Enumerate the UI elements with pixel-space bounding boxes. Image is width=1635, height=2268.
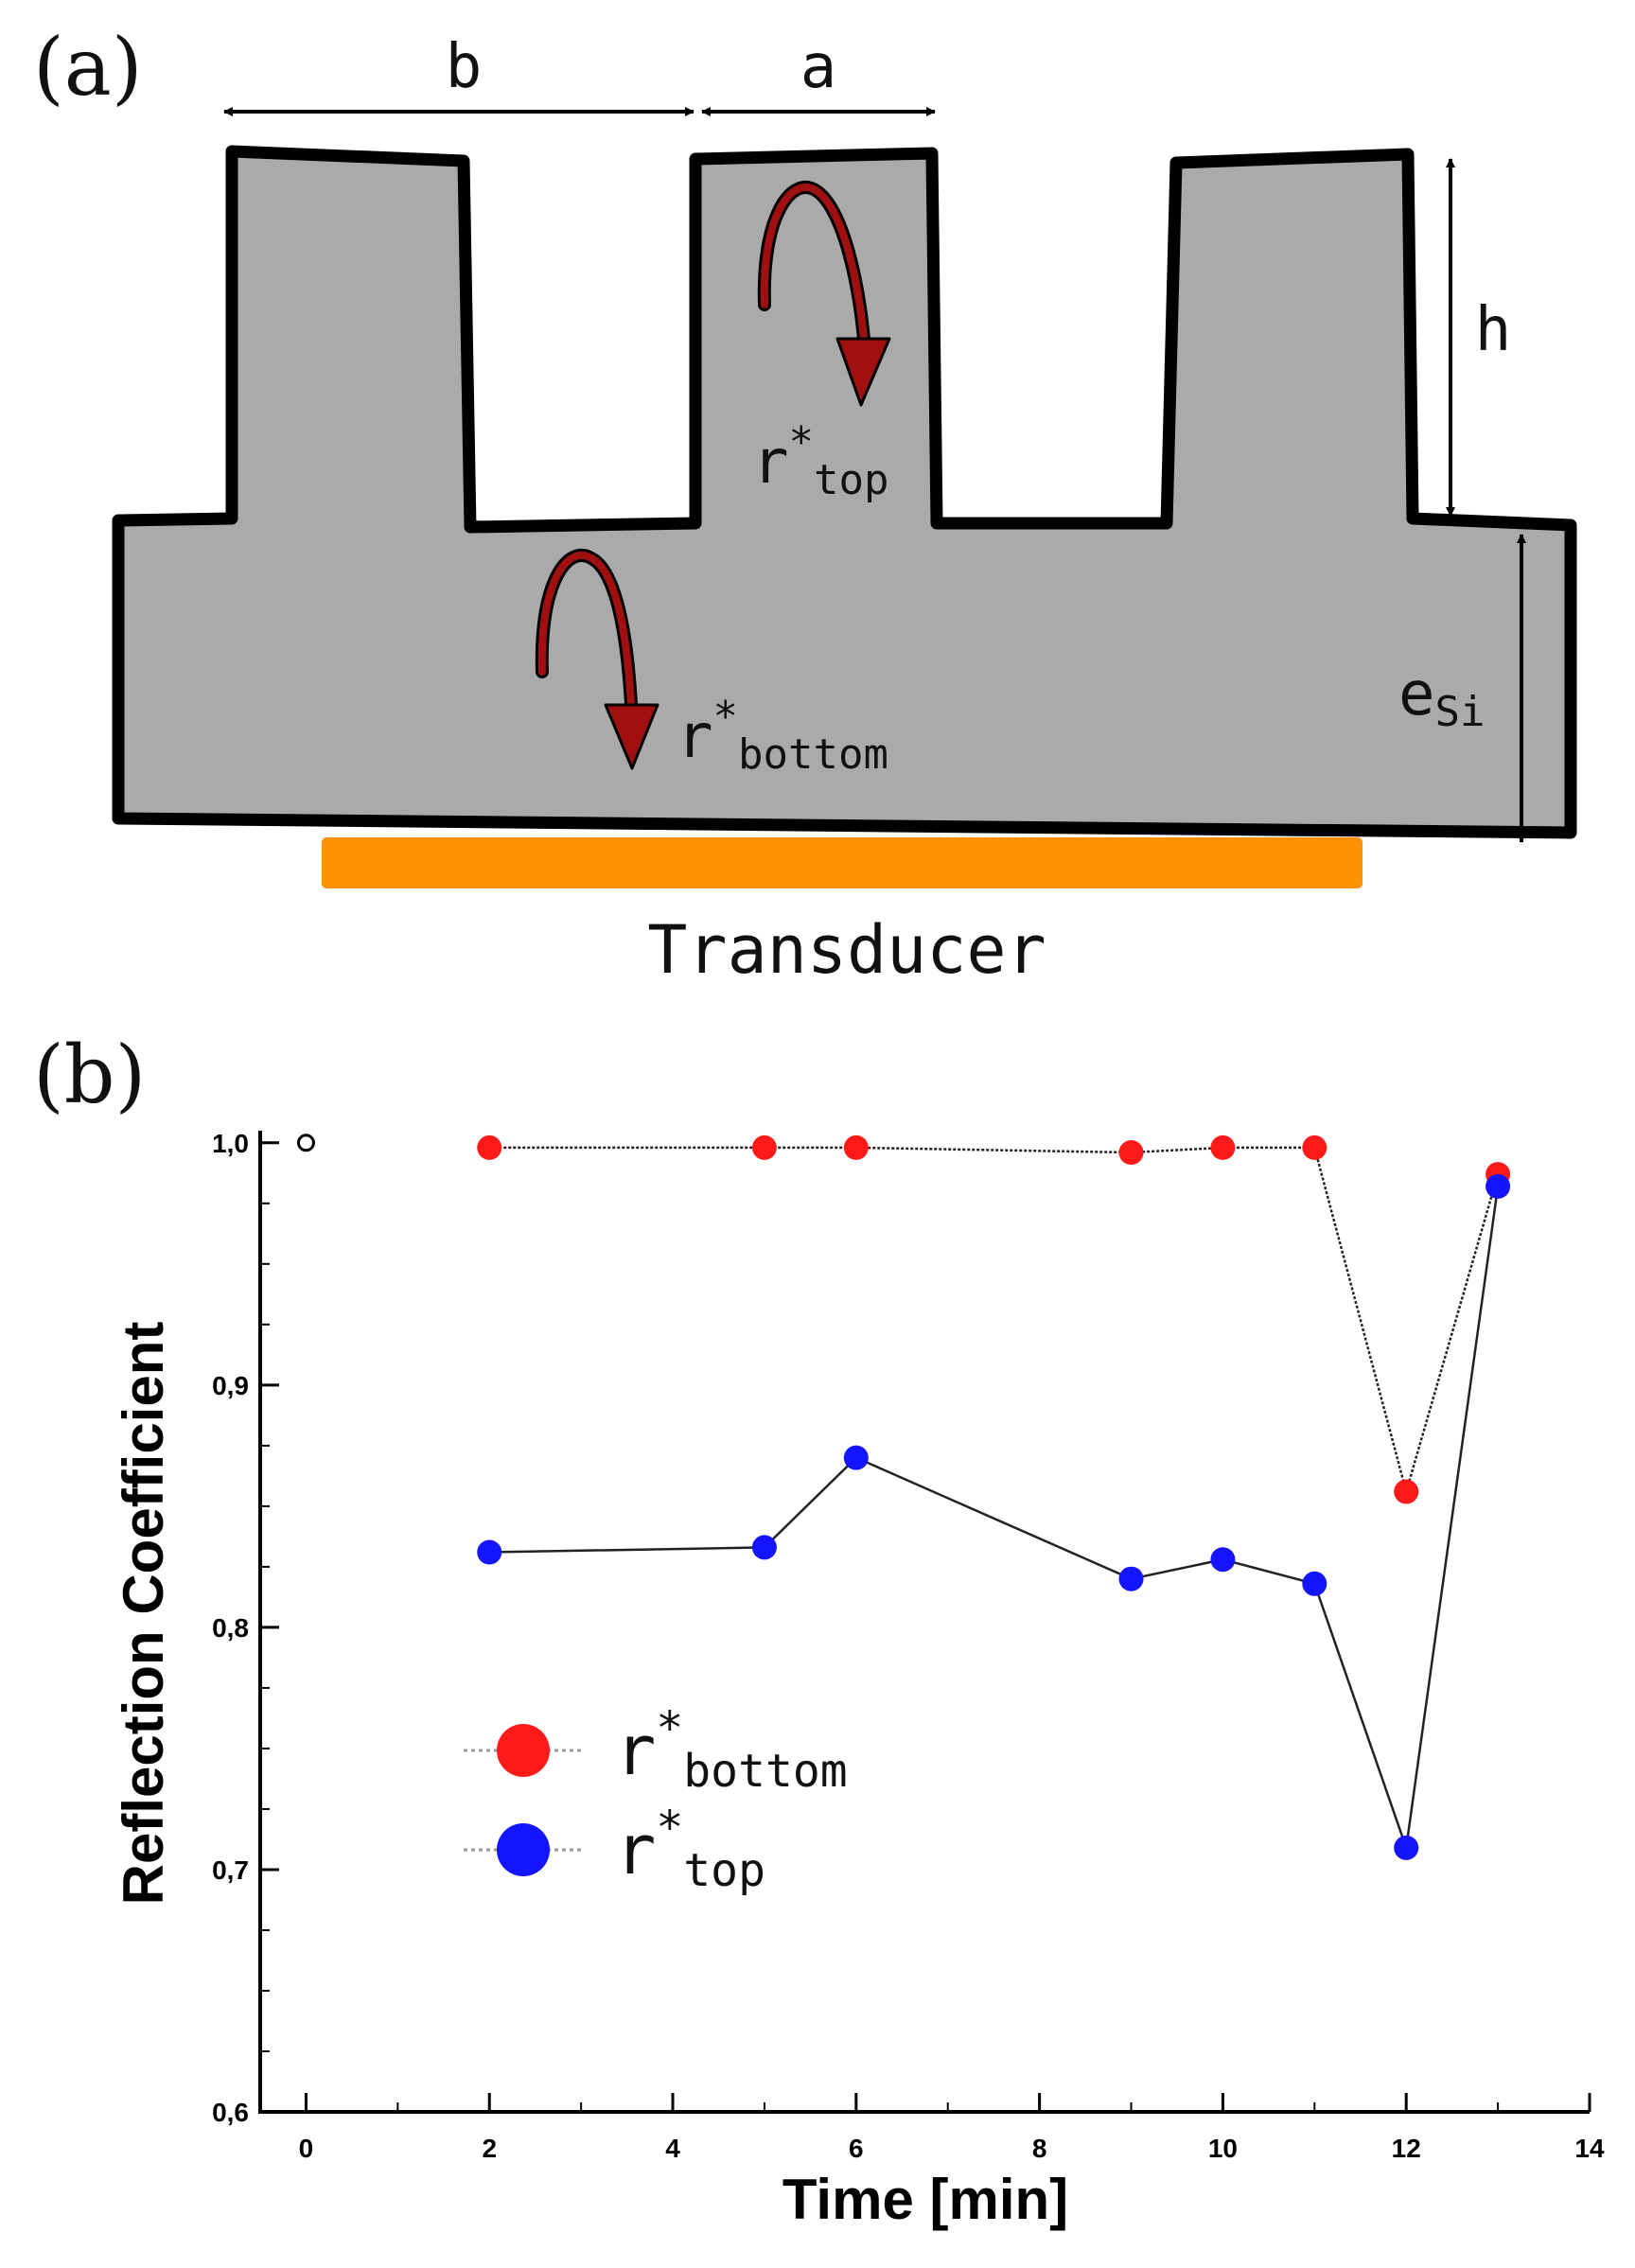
- data-point-bottom: [751, 1134, 777, 1160]
- data-point-top: [477, 1539, 502, 1565]
- panel-a-label: (a): [33, 21, 143, 114]
- data-point-bottom: [843, 1134, 869, 1160]
- legend: r*bottom r*top: [464, 1702, 848, 1897]
- data-point-bottom: [477, 1134, 502, 1160]
- x-tick-label: 6: [849, 2134, 864, 2163]
- legend-label-top: r*top: [615, 1802, 765, 1897]
- x-ticks: 0 2 4 6 8 10 12 14: [299, 2093, 1605, 2163]
- series-lines: [489, 1146, 1500, 1849]
- y-axis-title: Reflection Coefficient: [112, 1322, 175, 1906]
- panel-b-label: (b): [33, 1029, 146, 1121]
- y-tick-label: 0,8: [212, 1613, 249, 1643]
- data-point-top: [843, 1445, 869, 1470]
- x-tick-label: 4: [665, 2134, 680, 2163]
- data-point-bottom: [1302, 1134, 1327, 1160]
- reflection-top-arrow: [757, 181, 891, 407]
- reference-point: [296, 1134, 315, 1152]
- dimension-esi-label: eSi: [1398, 659, 1486, 736]
- data-point-bottom: [1118, 1140, 1144, 1166]
- data-point-top: [1118, 1566, 1144, 1591]
- legend-marker-top: [497, 1823, 550, 1876]
- x-tick-label: 8: [1032, 2134, 1047, 2163]
- y-tick-label: 0,6: [212, 2098, 249, 2127]
- data-point-bottom: [1210, 1134, 1236, 1160]
- data-point-top: [1486, 1173, 1511, 1199]
- panel-a: (a) Transducer b a h eSi r*top r*bottom: [33, 21, 1577, 989]
- y-tick-label: 1,0: [212, 1129, 249, 1158]
- transducer-bar: [322, 837, 1362, 888]
- x-tick-label: 12: [1392, 2134, 1421, 2163]
- legend-marker-bottom: [497, 1724, 550, 1777]
- silicon-grating: [112, 145, 1577, 839]
- y-tick-label: 0,7: [212, 1855, 249, 1885]
- x-tick-label: 0: [299, 2134, 314, 2163]
- y-ticks: 0,6 0,7 0,8 0,9 1,0: [212, 1129, 279, 2127]
- x-tick-label: 10: [1208, 2134, 1238, 2163]
- chart: 0,6 0,7 0,8 0,9 1,0 0 2 4 6 8 10 12 14 Time [min] R…: [112, 1129, 1605, 2231]
- x-axis-title: Time [min]: [782, 2168, 1068, 2231]
- r-bottom-label: r*bottom: [677, 693, 888, 779]
- y-tick-label: 0,9: [212, 1371, 249, 1400]
- data-point-top: [751, 1535, 777, 1560]
- data-point-top: [1302, 1571, 1327, 1596]
- x-tick-label: 14: [1574, 2134, 1605, 2163]
- reflection-bottom-arrow: [535, 548, 659, 770]
- data-point-bottom: [1394, 1479, 1419, 1504]
- data-point-top: [1394, 1835, 1419, 1860]
- series-line-top: [489, 1186, 1500, 1849]
- dimension-a-label: a: [800, 32, 837, 102]
- transducer-label: Transducer: [647, 911, 1046, 989]
- r-top-label: r*top: [752, 418, 889, 504]
- panel-b: (b) 0,6 0,7 0,8 0,9 1,0 0 2 4 6 8 10 12 14 Time [mi…: [33, 1029, 1605, 2231]
- dimension-h-label: h: [1475, 295, 1512, 365]
- legend-label-bottom: r*bottom: [615, 1702, 848, 1798]
- x-tick-label: 2: [482, 2134, 497, 2163]
- series-line-bottom: [489, 1146, 1500, 1497]
- data-points: [296, 1134, 1511, 1860]
- dimension-b-label: b: [446, 32, 483, 102]
- data-point-top: [1210, 1547, 1236, 1573]
